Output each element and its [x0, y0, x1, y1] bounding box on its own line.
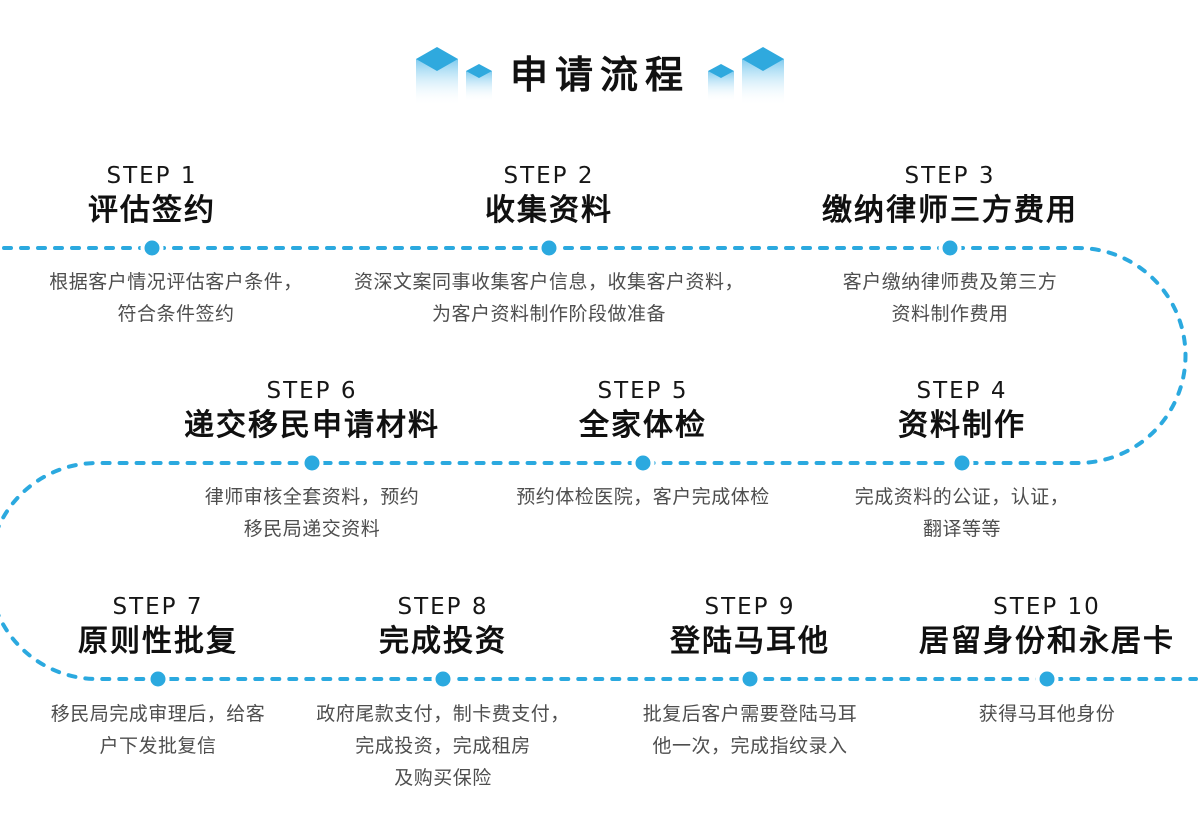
step-10-label: STEP 10: [993, 594, 1101, 620]
step-6-dot: [300, 451, 324, 475]
step-7-label: STEP 7: [112, 594, 204, 620]
cubes-icon: [415, 47, 492, 106]
step-5-dot: [631, 451, 655, 475]
step-8-label: STEP 8: [397, 594, 489, 620]
cubes-icon: [708, 47, 784, 106]
step-10-block: STEP 10 居留身份和永居卡: [919, 591, 1175, 660]
step-3-label: STEP 3: [904, 163, 996, 189]
step-3-description: 客户缴纳律师费及第三方 资料制作费用: [842, 271, 1058, 325]
step-8-name: 完成投资: [379, 624, 507, 659]
step-7-dot: [146, 667, 170, 691]
step-9-description: 批复后客户需要登陆马耳 他一次，完成指纹录入: [642, 703, 858, 757]
header: 申请流程: [0, 44, 1200, 108]
step-4-dot: [950, 451, 974, 475]
step-8-dot: [431, 667, 455, 691]
step-3-name: 缴纳律师三方费用: [822, 193, 1078, 228]
step-2-label: STEP 2: [503, 163, 595, 189]
step-5-block: STEP 5 全家体检: [579, 375, 707, 444]
step-6-block: STEP 6 递交移民申请材料: [184, 375, 440, 444]
step-1-name: 评估签约: [88, 193, 216, 228]
step-1-dot: [140, 236, 164, 260]
step-2-description: 资深文案同事收集客户信息，收集客户资料， 为客户资料制作阶段做准备: [353, 271, 745, 325]
step-10-description: 获得马耳他身份: [978, 703, 1116, 725]
step-8-description: 政府尾款支付，制卡费支付， 完成投资，完成租房 及购买保险: [316, 703, 570, 789]
step-2-dot: [537, 236, 561, 260]
step-4-block: STEP 4 资料制作: [898, 375, 1026, 444]
step-1-block: STEP 1 评估签约: [88, 160, 216, 229]
step-2-name: 收集资料: [485, 193, 613, 228]
step-4-description: 完成资料的公证，认证， 翻译等等: [854, 486, 1070, 540]
step-4-name: 资料制作: [898, 408, 1026, 443]
step-7-block: STEP 7 原则性批复: [78, 591, 238, 660]
step-4-label: STEP 4: [916, 378, 1008, 404]
step-6-description: 律师审核全套资料，预约 移民局递交资料: [204, 486, 420, 540]
step-6-label: STEP 6: [266, 378, 358, 404]
step-8-block: STEP 8 完成投资: [379, 591, 507, 660]
step-9-label: STEP 9: [704, 594, 796, 620]
step-2-block: STEP 2 收集资料: [485, 160, 613, 229]
step-9-name: 登陆马耳他: [670, 624, 830, 659]
step-6-name: 递交移民申请材料: [184, 408, 440, 443]
page-title: 申请流程: [509, 53, 690, 98]
step-3-dot: [938, 236, 962, 260]
step-10-name: 居留身份和永居卡: [919, 624, 1175, 659]
flow-dashed-line: [0, 246, 1198, 681]
step-1-description: 根据客户情况评估客户条件， 符合条件签约: [49, 271, 303, 325]
step-1-label: STEP 1: [106, 163, 198, 189]
step-9-dot: [738, 667, 762, 691]
step-7-name: 原则性批复: [78, 624, 238, 659]
step-9-block: STEP 9 登陆马耳他: [670, 591, 830, 660]
step-3-block: STEP 3 缴纳律师三方费用: [822, 160, 1078, 229]
step-5-label: STEP 5: [597, 378, 689, 404]
step-7-description: 移民局完成审理后，给客 户下发批复信: [50, 703, 266, 757]
step-5-description: 预约体检医院，客户完成体检: [516, 486, 770, 508]
step-10-dot: [1035, 667, 1059, 691]
step-5-name: 全家体检: [579, 408, 707, 443]
